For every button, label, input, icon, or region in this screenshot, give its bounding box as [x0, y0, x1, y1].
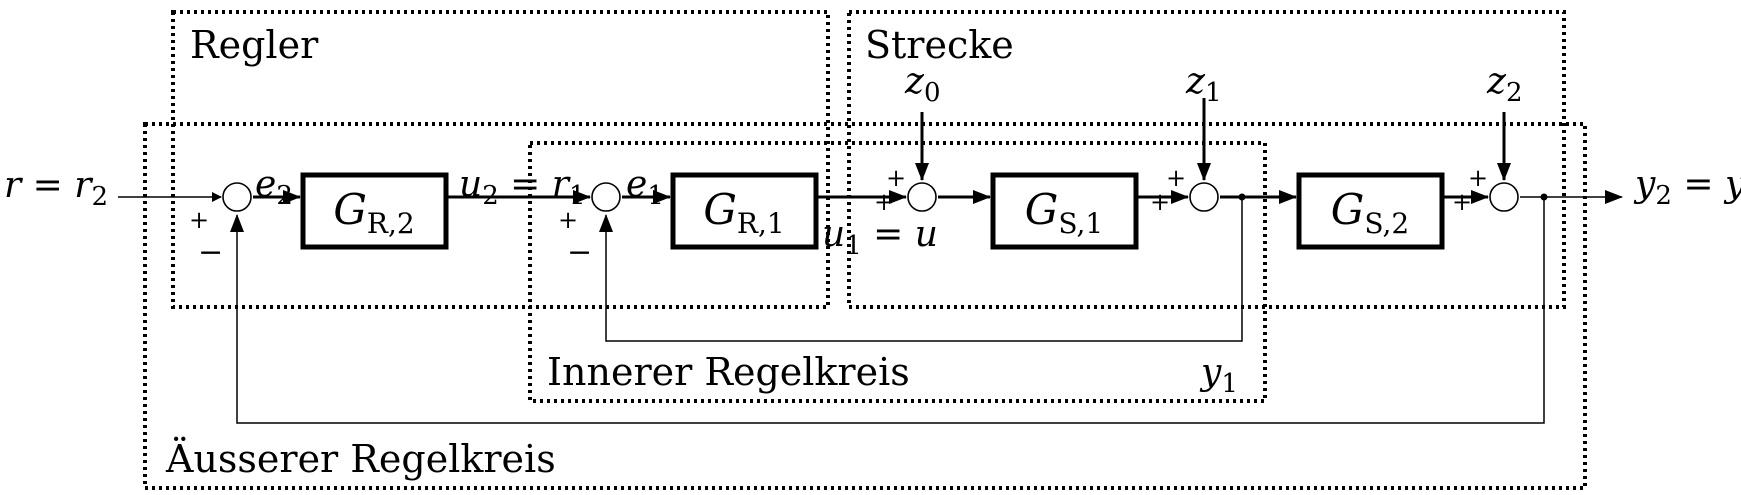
sum-junction-z1	[1189, 182, 1219, 212]
y1-branch-dot	[1238, 193, 1246, 201]
outer-feedback-line	[230, 197, 1545, 424]
regler-label: Regler	[190, 23, 319, 67]
z2-label: z2	[1486, 61, 1523, 108]
svg-text:GR,1: GR,1	[703, 185, 784, 240]
block-gs2: GS,2	[1296, 172, 1445, 250]
svg-text:GS,2: GS,2	[1331, 185, 1409, 240]
e1-label: e1	[626, 164, 664, 211]
minus-sign-inner: −	[567, 235, 592, 270]
plus-sign-z1-top: +	[1166, 164, 1186, 192]
u2-r1-label: u2 = r1	[459, 164, 586, 211]
inner-loop-label: Innerer Regelkreis	[547, 350, 910, 394]
plus-sign-outer: +	[189, 206, 209, 234]
outer-loop-label: Äusserer Regelkreis	[165, 437, 556, 481]
sum-junction-z0	[907, 182, 937, 212]
block-gr2: GR,2	[300, 172, 449, 250]
plus-sign-z0-left: +	[874, 188, 894, 216]
plus-sign-z2-left: +	[1452, 188, 1472, 216]
z0-label: z0	[904, 61, 941, 108]
sum-junction-outer	[222, 182, 252, 212]
input-signal-label: r = r2	[4, 165, 108, 212]
y2-branch-dot	[1540, 193, 1548, 201]
strecke-label: Strecke	[865, 23, 1014, 67]
plus-sign-inner: +	[558, 206, 578, 234]
plus-sign-z0-top: +	[886, 164, 906, 192]
block-gr1: GR,1	[670, 172, 819, 250]
block-gs1: GS,1	[990, 172, 1139, 250]
svg-text:GR,2: GR,2	[333, 185, 414, 240]
inner-loop-box	[528, 141, 1267, 403]
plus-sign-z2-top: +	[1468, 164, 1488, 192]
svg-text:GS,1: GS,1	[1025, 185, 1103, 240]
u1-u-label: u1 = u	[822, 214, 938, 261]
e2-label: e2	[255, 164, 293, 211]
plus-sign-z1-left: +	[1150, 188, 1170, 216]
sum-junction-z2	[1489, 182, 1519, 212]
sum-junction-inner	[591, 182, 621, 212]
strecke-group-box	[847, 10, 1566, 309]
minus-sign-outer: −	[198, 235, 223, 270]
inner-feedback-line	[599, 197, 1243, 342]
output-signal-label: y2 = y	[1633, 164, 1741, 211]
outer-loop-box	[143, 122, 1587, 490]
z1-label: z1	[1185, 61, 1222, 108]
regler-group-box	[171, 10, 830, 309]
y1-label: y1	[1199, 352, 1238, 399]
